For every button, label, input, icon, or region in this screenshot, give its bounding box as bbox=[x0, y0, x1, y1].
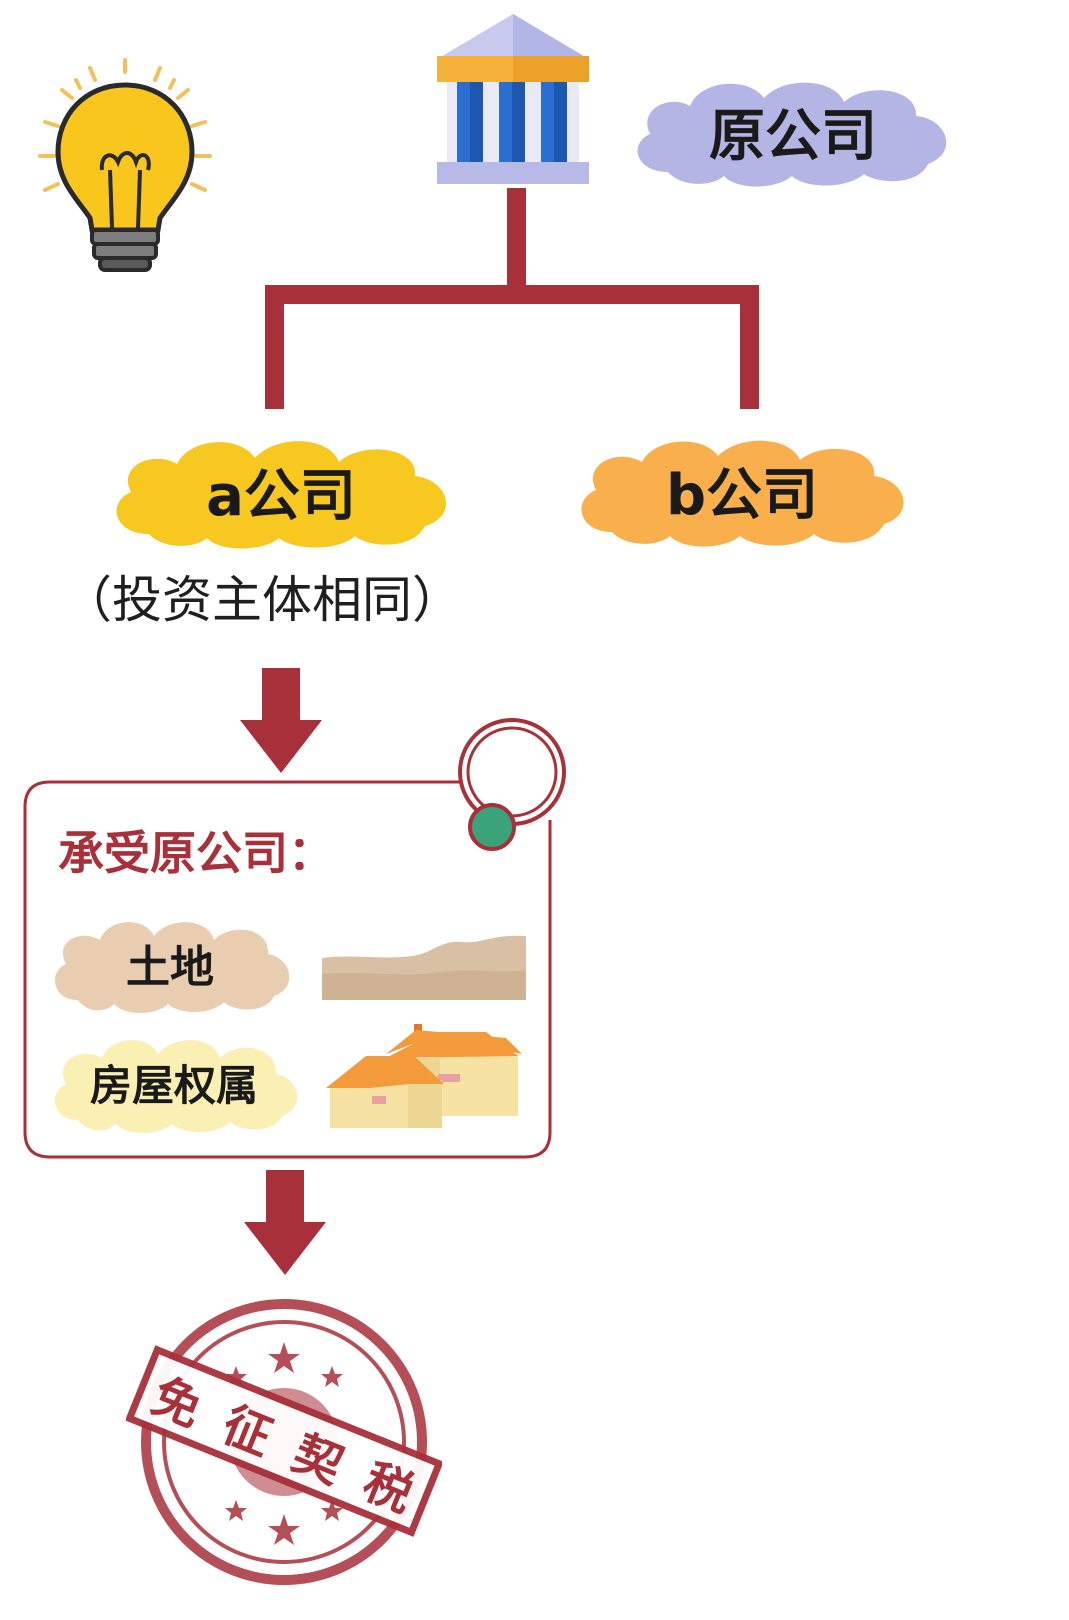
parent-company-label: 原公司 bbox=[628, 72, 958, 190]
transfer-card: 承受原公司： 土地 房屋权属 bbox=[22, 712, 582, 1162]
bank-building-icon bbox=[437, 14, 589, 184]
branch-b-label: b公司 bbox=[572, 430, 912, 550]
land-label: 土地 bbox=[48, 912, 292, 1014]
connector-bar bbox=[265, 285, 759, 304]
land-text: 土地 bbox=[126, 942, 214, 993]
connector-right bbox=[740, 285, 759, 409]
branch-b-text: b公司 bbox=[665, 462, 819, 528]
investor-note: （投资主体相同） bbox=[62, 571, 462, 629]
house-icon bbox=[326, 1018, 522, 1130]
card-heading: 承受原公司： bbox=[58, 826, 334, 880]
connector-trunk bbox=[507, 188, 526, 298]
stamp-char: 免 bbox=[144, 1368, 210, 1438]
down-arrow-icon bbox=[244, 1170, 326, 1275]
housing-label: 房屋权属 bbox=[48, 1030, 300, 1134]
parent-company-text: 原公司 bbox=[709, 103, 877, 169]
lightbulb-icon bbox=[30, 50, 220, 280]
stamp-char: 契 bbox=[284, 1424, 351, 1495]
tax-exempt-stamp: 免 征 契 税 bbox=[126, 1282, 442, 1592]
branch-a-label: a公司 bbox=[107, 430, 455, 552]
stamp-char: 税 bbox=[355, 1453, 421, 1524]
land-image bbox=[322, 934, 526, 1000]
branch-a-text: a公司 bbox=[206, 463, 356, 529]
connector-left bbox=[265, 285, 284, 409]
down-arrow-icon bbox=[240, 668, 322, 773]
stamp-char: 征 bbox=[214, 1396, 281, 1467]
housing-text: 房屋权属 bbox=[89, 1060, 258, 1110]
